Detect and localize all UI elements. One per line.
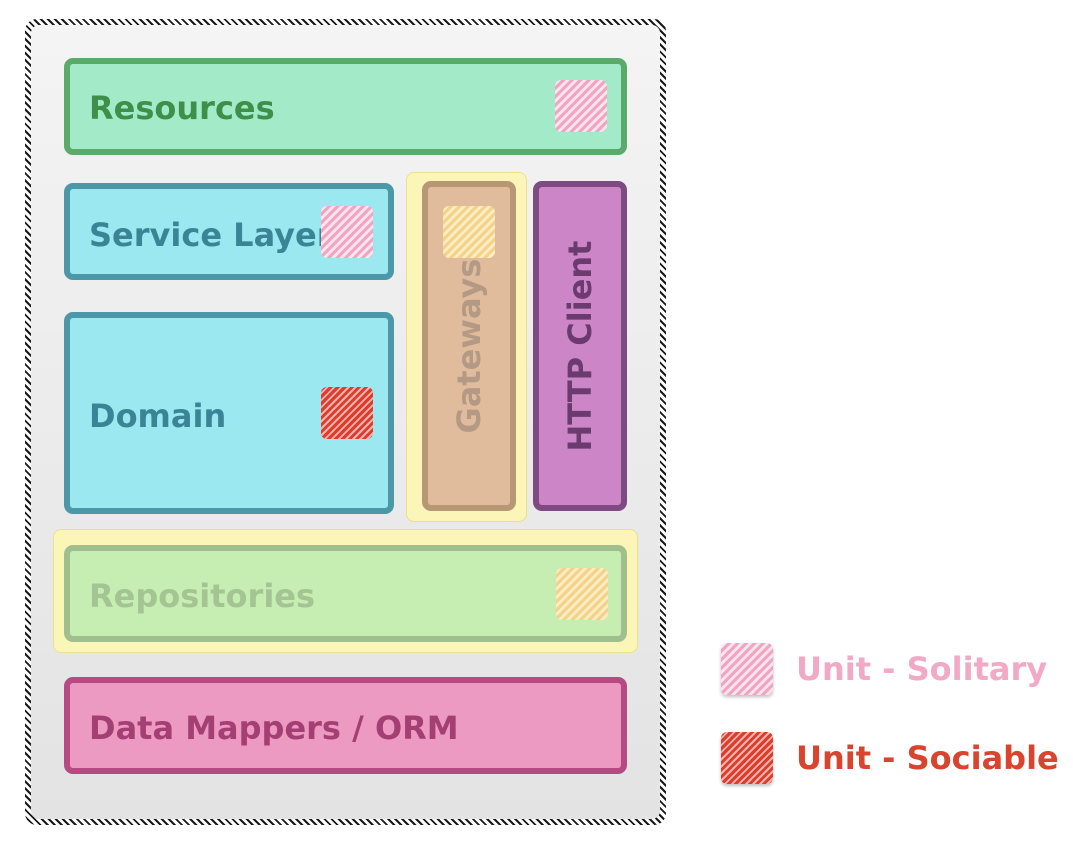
legend-item-unit-solitary: Unit - Solitary [721, 643, 1047, 695]
repositories-label: Repositories [89, 577, 316, 615]
resources-solitary-marker [555, 80, 607, 132]
legend-label-solitary: Unit - Solitary [796, 650, 1048, 688]
repositories-box: Repositories [64, 545, 627, 642]
gateways-label: Gateways [450, 258, 488, 434]
legend-item-unit-sociable: Unit - Sociable [721, 732, 1059, 784]
legend-swatch-sociable [721, 732, 773, 784]
resources-box: Resources [64, 58, 627, 155]
http-client-label: HTTP Client [561, 240, 599, 452]
service-layer-box: Service Layer [64, 183, 394, 280]
legend-label-sociable: Unit - Sociable [796, 739, 1059, 777]
data-mappers-box: Data Mappers / ORM [64, 677, 627, 774]
domain-label: Domain [89, 397, 227, 435]
resources-label: Resources [89, 89, 275, 127]
service-layer-label: Service Layer [89, 216, 333, 254]
domain-sociable-marker [321, 387, 373, 439]
gateways-solitary-marker [443, 206, 495, 258]
data-mappers-label: Data Mappers / ORM [89, 709, 459, 747]
http-client-box: HTTP Client [533, 181, 627, 511]
repositories-solitary-marker [556, 568, 608, 620]
service-layer-solitary-marker [321, 206, 373, 258]
legend-swatch-solitary [721, 643, 773, 695]
